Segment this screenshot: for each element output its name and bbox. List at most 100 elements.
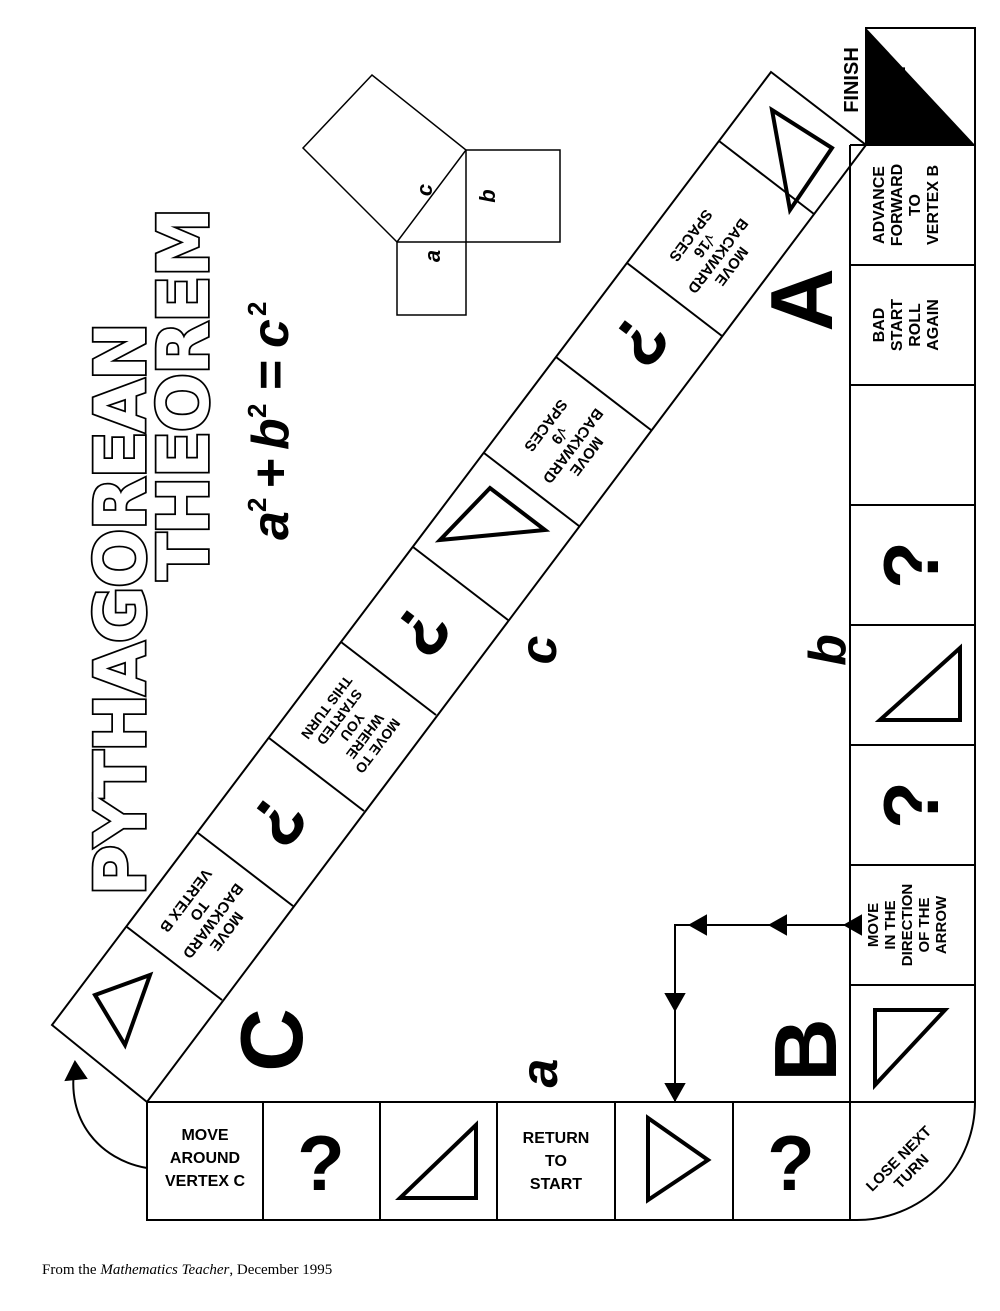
triangle-icon (646, 1114, 712, 1204)
cell-move-to-start[interactable]: MOVE TO WHERE YOU STARTED THIS TURN (298, 673, 407, 781)
cell-question-right-2[interactable]: ? (867, 781, 955, 829)
title: PYTHAGOREAN (78, 322, 164, 897)
move-around-line-2: AROUND (170, 1150, 240, 1167)
right-column-cells (850, 264, 975, 1103)
arrow-line-5: ARROW (933, 895, 950, 954)
cell-return-to-start[interactable]: RETURN TO START (523, 1130, 590, 1193)
cell-question-hyp-1[interactable]: ? (595, 298, 685, 381)
back9-line-3: √9 (547, 424, 571, 447)
cell-triangle-right-2[interactable] (873, 1008, 950, 1091)
vertex-b-label: B (756, 1018, 855, 1082)
right-column-outline (849, 144, 976, 1221)
vertex-c-curve-arrow (64, 1060, 148, 1169)
cell-triangle-bottom-1[interactable] (395, 1120, 478, 1200)
triangle-icon (92, 971, 154, 1050)
question-mark: ? (377, 588, 467, 671)
formula-b: b (242, 418, 300, 450)
question-mark: ? (233, 778, 323, 861)
move-around-line-1: MOVE (181, 1127, 228, 1144)
question-mark: ? (867, 541, 955, 589)
cell-move-arrow[interactable]: MOVE IN THE DIRECTION OF THE ARROW (865, 884, 950, 967)
triangle-icon (434, 485, 551, 543)
cell-move-back-9[interactable]: MOVE BACKWARD √9 SPACES (512, 385, 620, 497)
title-2: THEOREM (141, 208, 227, 583)
cell-move-back-16[interactable]: MOVE BACKWARD √16 SPACES (657, 195, 765, 307)
cell-triangle-bottom-2[interactable] (646, 1114, 712, 1204)
cell-triangle-hyp-2[interactable] (434, 485, 551, 543)
cell-advance-forward[interactable]: ADVANCE FORWARD TO VERTEX B (871, 164, 942, 246)
bad-start-line-4: AGAIN (925, 299, 942, 351)
credit-suffix: , December 1995 (229, 1262, 333, 1278)
question-mark: ? (867, 781, 955, 829)
credit-journal: Mathematics Teacher (100, 1262, 230, 1278)
cell-bad-start[interactable]: BAD START ROLL AGAIN (871, 299, 942, 351)
credit-prefix: From the (42, 1262, 101, 1278)
formula-equals: = (242, 360, 300, 390)
formula-exp-b: 2 (242, 404, 272, 418)
question-mark: ? (595, 298, 685, 381)
triangle-icon (873, 1008, 950, 1091)
square-c (301, 73, 468, 244)
triangle-icon (874, 643, 962, 722)
triangle-icon (769, 105, 835, 216)
start-black-triangle (866, 28, 975, 145)
hypotenuse-cells (126, 140, 815, 1001)
return-line-2: TO (545, 1153, 567, 1170)
diagram-label-c: c (412, 184, 437, 196)
bad-start-line-1: BAD (871, 308, 888, 343)
question-mark: ? (297, 1119, 345, 1207)
return-line-1: RETURN (523, 1130, 590, 1147)
vertex-a-label: A (752, 268, 851, 332)
formula: a 2 + b 2 = c 2 (242, 302, 300, 540)
cell-move-around-vertex[interactable]: MOVE AROUND VERTEX C (165, 1127, 245, 1190)
formula-c: c (242, 319, 300, 348)
diagram-label-a: a (420, 250, 445, 262)
bad-start-line-2: START (889, 299, 906, 351)
advance-line-1: ADVANCE (871, 166, 888, 244)
advance-line-2: FORWARD (889, 164, 906, 246)
start-finish-corner: START FINISH (841, 28, 975, 145)
return-line-3: START (530, 1176, 582, 1193)
advance-line-4: VERTEX B (925, 165, 942, 245)
formula-plus: + (242, 458, 300, 488)
formula-exp-a: 2 (242, 498, 272, 512)
arrow-line-2: IN THE (882, 900, 899, 949)
cell-question-bottom-1[interactable]: ? (297, 1119, 345, 1207)
cell-triangle-hyp-1[interactable] (769, 105, 835, 216)
side-b-label: b (799, 634, 857, 666)
pythagorean-diagram: c b a (301, 73, 561, 316)
bad-start-line-3: ROLL (907, 303, 924, 347)
arrow-line-3: DIRECTION (899, 884, 916, 967)
cell-question-bottom-2[interactable]: ? (767, 1119, 815, 1207)
title-line-1: PYTHAGOREAN (80, 324, 162, 896)
title-line-2: THEOREM (143, 209, 225, 580)
vertex-c-label: C (222, 1008, 321, 1072)
side-c-label: c (510, 635, 568, 664)
start-label: START (885, 62, 910, 134)
source-credit: From the Mathematics Teacher, December 1… (42, 1262, 332, 1279)
formula-a: a (242, 511, 300, 540)
triangle-icon (395, 1120, 478, 1200)
diagram-label-b: b (475, 189, 500, 202)
side-a-label: a (511, 1059, 569, 1088)
bottom-row-cells (262, 1102, 734, 1220)
cell-triangle-hyp-3[interactable] (92, 971, 154, 1050)
cell-question-hyp-3[interactable]: ? (233, 778, 323, 861)
question-mark: ? (767, 1119, 815, 1207)
arrow-line-1: MOVE (865, 903, 882, 947)
cell-question-hyp-2[interactable]: ? (377, 588, 467, 671)
advance-line-3: TO (907, 194, 924, 216)
move-around-line-3: VERTEX C (165, 1173, 245, 1190)
square-b (465, 149, 561, 243)
formula-exp-c: 2 (242, 302, 272, 316)
bottom-row-outline (146, 1101, 851, 1221)
cell-triangle-right-1[interactable] (874, 643, 962, 722)
cell-lose-next-turn[interactable]: LOSE NEXT TURN (863, 1123, 948, 1208)
arrow-path (664, 914, 862, 1103)
cell-move-back-b[interactable]: MOVE BACKWARD TO VERTEX B (152, 860, 260, 972)
finish-label: FINISH (841, 47, 863, 113)
cell-question-right-1[interactable]: ? (867, 541, 955, 589)
arrow-line-4: OF THE (916, 898, 933, 953)
square-a (396, 241, 467, 316)
